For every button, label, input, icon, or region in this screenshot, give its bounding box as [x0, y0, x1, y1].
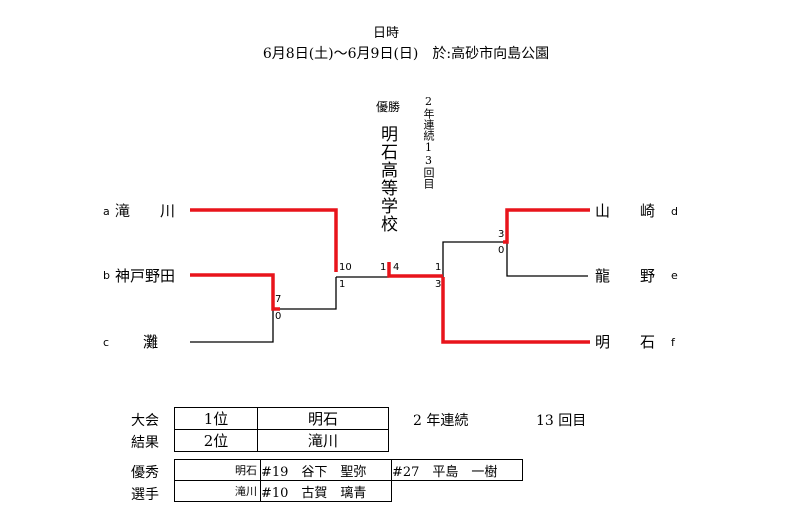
score-left-semi-bottom: 1 [339, 279, 346, 290]
score-de-bottom: 0 [498, 245, 505, 256]
champion-name: 明石高等学校 [377, 125, 397, 233]
team-d-name: 山 崎 [595, 202, 656, 220]
line-e [506, 242, 588, 277]
champion-streak-note: 2年連続13回目 [422, 95, 435, 189]
score-final-left: 1 [380, 262, 387, 273]
players-empty-cell [392, 481, 523, 502]
team-e-name: 龍 野 [595, 267, 656, 285]
first-place-team: 明石 [257, 407, 389, 430]
score-de-top: 3 [498, 229, 505, 240]
players-takigawa-player1: #10 古賀 璃青 [260, 480, 392, 502]
line-final-right [387, 262, 443, 278]
line-d [503, 208, 590, 244]
second-place-team: 滝川 [257, 429, 389, 452]
score-right-semi-bottom: 3 [435, 279, 442, 290]
results-table: 1位 明石 2位 滝川 [174, 407, 389, 452]
streak-count: 13 回目 [536, 413, 587, 429]
team-f-letter: f [671, 336, 675, 349]
score-bc-bottom: 0 [275, 311, 282, 322]
streak-years: 2 年連続 [413, 413, 469, 429]
line-left-semi-lower [280, 277, 337, 310]
players-label-line1: 優秀 [131, 465, 159, 481]
players-akashi-player2: #27 平島 一樹 [391, 459, 523, 481]
team-e-letter: e [671, 269, 678, 282]
line-f [441, 277, 590, 344]
results-label-line2: 結果 [131, 435, 159, 451]
team-c-letter: c [103, 336, 110, 349]
score-final-right: 4 [393, 262, 400, 273]
first-place-label: 1位 [174, 407, 258, 430]
second-place-label: 2位 [174, 429, 258, 452]
champion-label: 優勝 [376, 100, 401, 114]
date-venue: 6月8日(土)〜6月9日(日) 於:高砂市向島公園 [262, 46, 550, 62]
players-table: 明石 #19 谷下 聖弥 #27 平島 一樹 滝川 #10 古賀 璃青 [174, 459, 523, 502]
results-label-line1: 大会 [131, 413, 159, 429]
score-left-semi-top: 10 [339, 262, 352, 273]
team-a-letter: a [103, 205, 110, 218]
line-a [190, 208, 338, 272]
score-bc-top: 7 [275, 294, 282, 305]
score-right-semi-top: 1 [435, 262, 442, 273]
team-b-name: 神戸野田 [115, 267, 176, 285]
team-d-letter: d [671, 205, 678, 218]
line-right-semi-upper [442, 241, 503, 277]
line-b [190, 273, 280, 311]
team-a-name: 滝 川 [115, 202, 176, 220]
line-c [190, 309, 274, 343]
players-takigawa-school: 滝川 [174, 480, 261, 502]
team-c-name: 灘 [143, 333, 159, 351]
players-akashi-school: 明石 [174, 459, 261, 481]
team-f-name: 明 石 [595, 333, 656, 351]
header-title: 日時 [372, 26, 400, 41]
players-label-line2: 選手 [131, 487, 159, 503]
players-akashi-player1: #19 谷下 聖弥 [260, 459, 392, 481]
team-b-letter: b [103, 269, 110, 282]
